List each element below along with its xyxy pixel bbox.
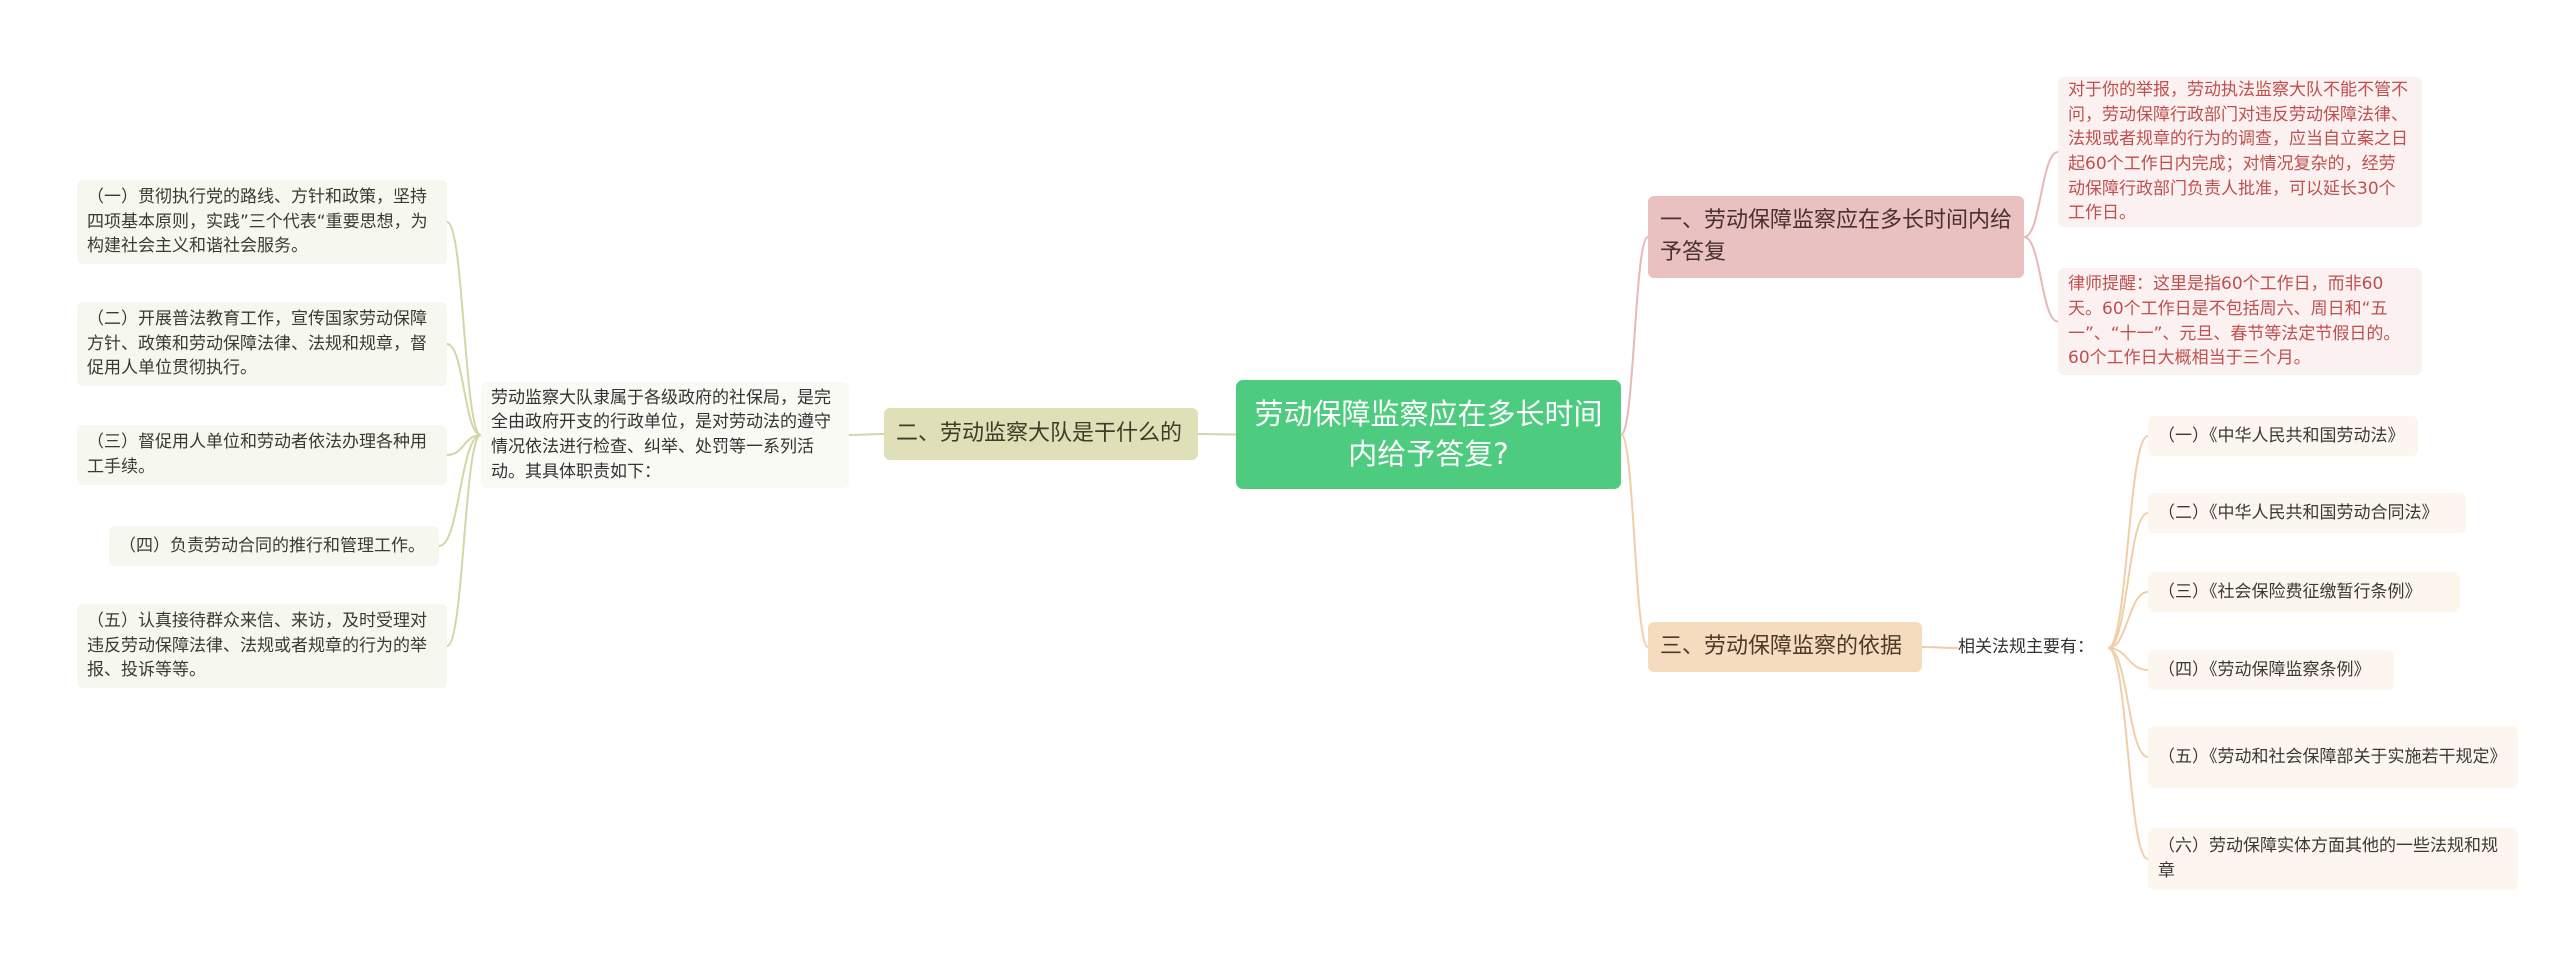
connector-17 [2107,647,2149,860]
branch-2-leaf-3[interactable]: （三）督促用人单位和劳动者依法办理各种用工手续。 [77,425,447,485]
connector-10 [446,434,482,647]
connector-2 [1197,433,1237,436]
connector-5 [848,433,885,436]
connector-11 [1921,646,1959,649]
branch-3-leaf-2[interactable]: （二）《中华人民共和国劳动合同法》 [2148,493,2466,533]
branch-2-intro[interactable]: 劳动监察大队隶属于各级政府的社保局，是完全由政府开支的行政单位，是对劳动法的遵守… [481,382,849,488]
branch-3-leaf-6[interactable]: （六）劳动保障实体方面其他的一些法规和规章 [2148,828,2518,890]
connector-6 [446,221,482,436]
branch-2-node[interactable]: 二、劳动监察大队是干什么的 [884,408,1198,460]
root-node[interactable]: 劳动保障监察应在多长时间内给予答复? [1236,380,1621,489]
branch-3-intro[interactable]: 相关法规主要有： [1958,637,2094,658]
connector-3 [2023,151,2059,238]
branch-1-node[interactable]: 一、劳动保障监察应在多长时间内给予答复 [1648,196,2024,278]
branch-1-label: 一、劳动保障监察应在多长时间内给予答复 [1660,208,2013,265]
connector-0 [1620,236,1649,436]
branch-2-leaf-5[interactable]: （五）认真接待群众来信、来访，及时受理对违反劳动保障法律、法规或者规章的行为的举… [77,604,447,688]
branch-1-leaf-1[interactable]: 对于你的举报，劳动执法监察大队不能不管不问，劳动保障行政部门对违反劳动保障法律、… [2058,77,2422,227]
connector-9 [438,434,482,547]
branch-3-leaf-1[interactable]: （一）《中华人民共和国劳动法》 [2148,416,2418,456]
branch-3-node[interactable]: 三、劳动保障监察的依据 [1648,622,1922,672]
branch-3-leaf-5[interactable]: （五）《劳动和社会保障部关于实施若干规定》 [2148,726,2518,788]
connector-13 [2107,512,2149,649]
connector-14 [2107,591,2149,649]
connector-15 [2107,647,2149,671]
connector-7 [446,343,482,436]
branch-2-leaf-4[interactable]: （四）负责劳动合同的推行和管理工作。 [109,526,439,566]
branch-3-leaf-3[interactable]: （三）《社会保险费征缴暂行条例》 [2148,572,2460,612]
root-title: 劳动保障监察应在多长时间内给予答复? [1254,397,1603,471]
connector-4 [2023,236,2059,323]
connector-1 [1620,433,1649,648]
connector-12 [2107,435,2149,649]
branch-2-leaf-2[interactable]: （二）开展普法教育工作，宣传国家劳动保障方针、政策和劳动保障法律、法规和规章，督… [77,302,447,386]
branch-3-label: 三、劳动保障监察的依据 [1660,634,1903,660]
branch-3-leaf-4[interactable]: （四）《劳动保障监察条例》 [2148,650,2394,690]
connector-16 [2107,647,2149,758]
branch-2-label: 二、劳动监察大队是干什么的 [896,421,1183,447]
branch-1-leaf-2[interactable]: 律师提醒：这里是指60个工作日，而非60天。60个工作日是不包括周六、周日和“五… [2058,268,2422,375]
branch-2-leaf-1[interactable]: （一）贯彻执行党的路线、方针和政策，坚持四项基本原则，实践”三个代表“重要思想，… [77,180,447,264]
